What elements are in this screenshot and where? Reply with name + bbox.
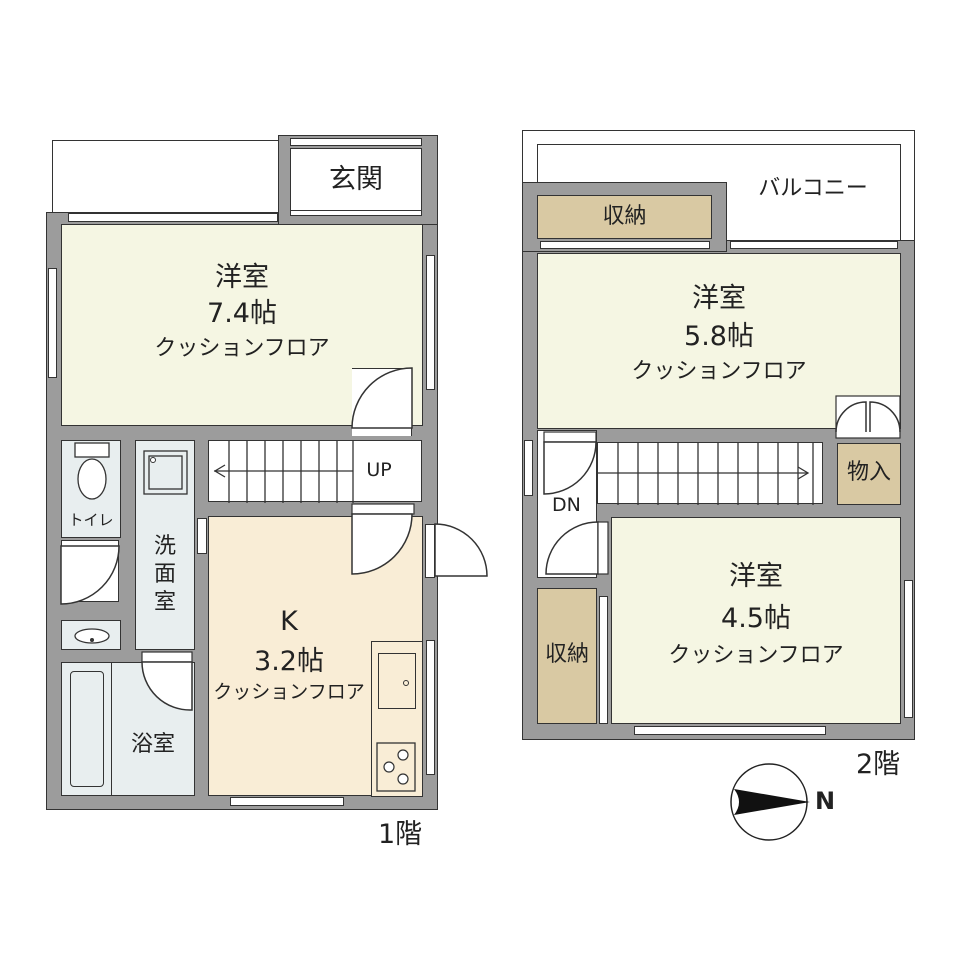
stair-treads-icon — [598, 443, 814, 505]
kitchen-name: K — [280, 606, 298, 637]
window — [524, 440, 533, 496]
room-size: 4.5帖 — [721, 603, 791, 634]
room-name: 洋室 — [215, 262, 269, 293]
room-bath: 浴室 — [61, 662, 195, 796]
bathtub-inner — [70, 671, 104, 787]
window — [426, 255, 435, 390]
floor-1-label: 1階 — [378, 819, 423, 850]
stairs-up-label: UP — [366, 459, 392, 481]
window — [230, 797, 344, 806]
washroom-label-char: 面 — [153, 562, 176, 587]
room-western-4-5: 洋室 4.5帖 クッションフロア — [611, 517, 901, 724]
sink-icon — [74, 628, 110, 644]
floor-2-label: 2階 — [856, 749, 901, 780]
door-swing-icon[interactable] — [351, 503, 415, 575]
storage-top-label: 収納 — [602, 204, 647, 229]
door-swing-icon — [351, 367, 413, 429]
room-name: 洋室 — [729, 561, 783, 592]
room-storage-top: 収納 — [537, 195, 712, 239]
washbasin — [61, 620, 121, 650]
bathtub — [62, 663, 112, 795]
room-storage-left: 収納 — [537, 588, 597, 724]
door-swing-icon[interactable] — [542, 431, 602, 512]
room-washroom: 洗 面 室 — [135, 440, 195, 650]
kitchen-sink — [378, 653, 416, 709]
toilet-label: トイレ — [68, 511, 114, 529]
kitchen-floor-type: クッションフロア — [213, 681, 365, 703]
compass-north-icon — [730, 763, 810, 841]
porch-area — [52, 140, 280, 214]
window — [290, 210, 422, 216]
closet-label: 物入 — [846, 460, 891, 485]
bath-label: 浴室 — [130, 732, 175, 757]
room-floor-type: クッションフロア — [631, 359, 807, 384]
compass-north-label: N — [815, 787, 836, 815]
opening — [197, 518, 207, 554]
window — [540, 241, 710, 249]
stairs-up[interactable]: UP — [208, 440, 422, 503]
stair-treads-icon — [213, 441, 354, 503]
washroom-label: 洗 面 室 — [136, 533, 194, 617]
window — [68, 213, 278, 222]
window — [290, 138, 422, 146]
double-door-icon[interactable] — [835, 395, 901, 439]
door-swing-icon[interactable] — [434, 523, 495, 580]
door-swing-icon[interactable] — [141, 651, 193, 711]
window — [426, 640, 435, 775]
washing-machine-icon — [143, 450, 188, 495]
washroom-label-char: 室 — [153, 590, 176, 615]
room-size: 5.8帖 — [684, 321, 754, 352]
room-entrance: 玄関 — [290, 148, 422, 212]
window — [730, 241, 898, 249]
stairs-down[interactable] — [597, 442, 823, 505]
stove-icon — [376, 742, 416, 792]
window — [48, 268, 57, 378]
room-size: 7.4帖 — [207, 298, 277, 329]
room-floor-type: クッションフロア — [668, 643, 844, 668]
window — [904, 580, 913, 718]
door-swing-icon[interactable] — [544, 514, 614, 576]
washroom-label-char: 洗 — [153, 534, 176, 559]
toilet-icon — [74, 442, 110, 500]
room-closet: 物入 — [837, 443, 901, 505]
window — [634, 726, 826, 735]
stairs-down-label: DN — [552, 494, 581, 516]
exterior-door-frame — [425, 524, 435, 578]
entrance-label: 玄関 — [329, 164, 383, 195]
balcony-label: バルコニー — [758, 176, 868, 201]
storage-left-label: 収納 — [544, 642, 589, 667]
room-toilet: トイレ — [61, 440, 121, 538]
room-name: 洋室 — [692, 283, 746, 314]
sliding-door[interactable] — [599, 596, 608, 724]
door-swing-icon — [60, 545, 120, 605]
kitchen-size: 3.2帖 — [254, 646, 324, 677]
room-floor-type: クッションフロア — [154, 336, 330, 361]
